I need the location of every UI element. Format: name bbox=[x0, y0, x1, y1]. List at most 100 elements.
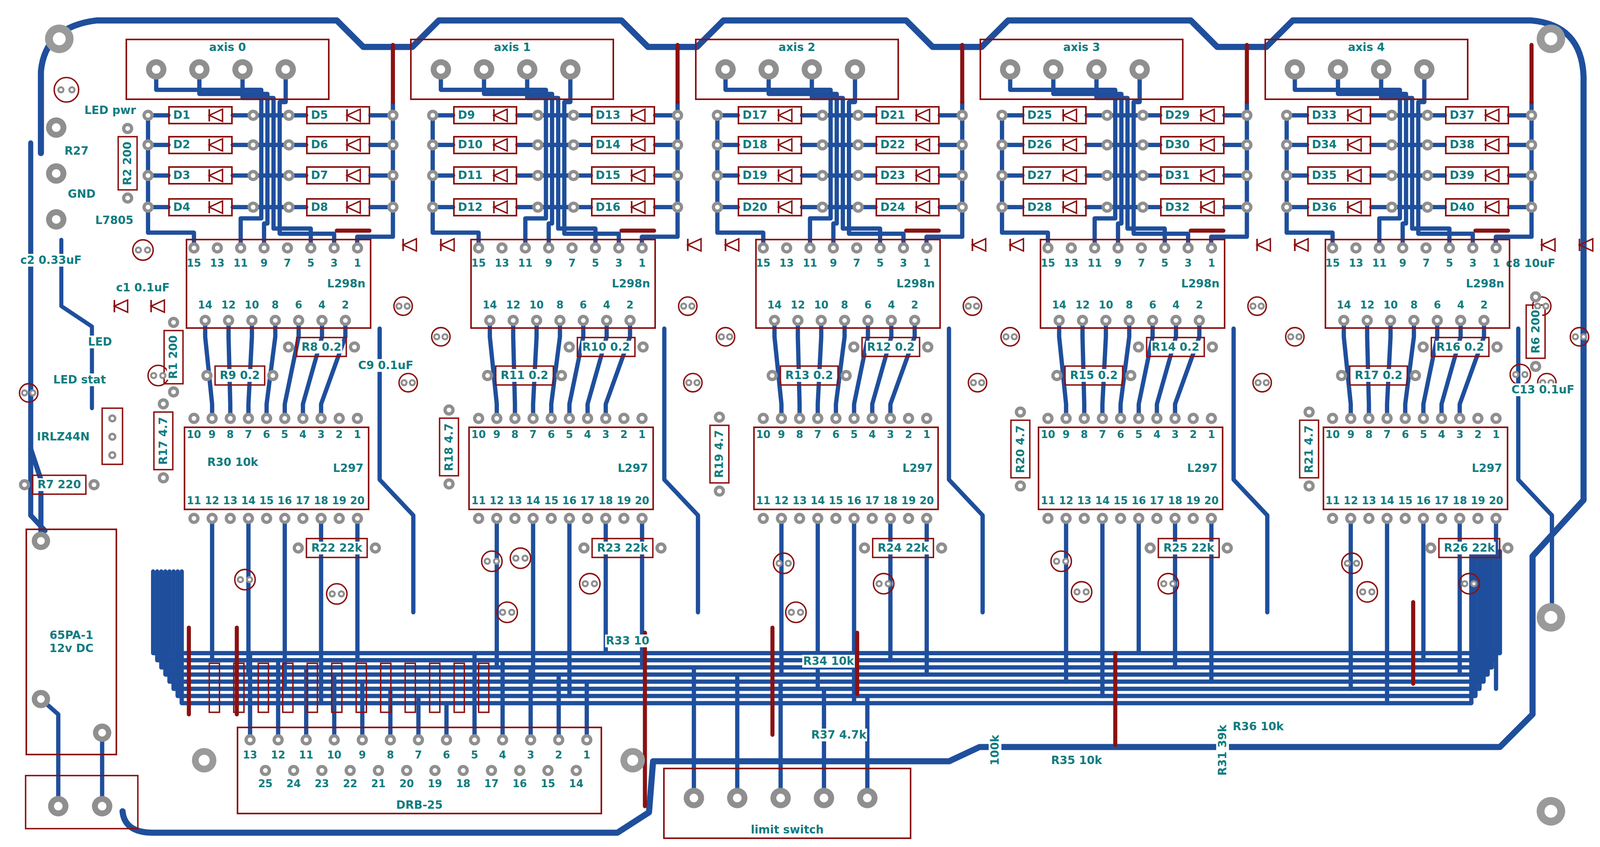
drill-hole bbox=[1421, 416, 1426, 421]
solder-pad bbox=[1124, 369, 1137, 381]
drill-hole bbox=[171, 389, 177, 395]
solder-pad bbox=[167, 316, 179, 328]
diode-symbol bbox=[1484, 109, 1487, 122]
solder-pad bbox=[387, 201, 399, 213]
solder-pad bbox=[532, 139, 544, 151]
drill-hole bbox=[960, 204, 965, 210]
resistor-symbol bbox=[1439, 538, 1500, 558]
resistor-symbol bbox=[495, 365, 554, 385]
drill-hole bbox=[272, 318, 278, 323]
diode-outline: D16 bbox=[590, 198, 656, 217]
node-text: L297 bbox=[901, 461, 934, 475]
solder-pad bbox=[797, 608, 805, 616]
pin-number: 17 bbox=[294, 494, 311, 507]
drill-hole bbox=[1494, 344, 1500, 350]
drill-hole bbox=[1573, 335, 1577, 339]
pin-number: 20 bbox=[1203, 494, 1220, 507]
solder-pad bbox=[159, 371, 167, 379]
copper-trace bbox=[1064, 518, 1069, 682]
drill-hole bbox=[250, 142, 256, 148]
solder-pad bbox=[351, 512, 364, 525]
component-outline bbox=[1570, 327, 1589, 346]
terminal-block: axis 3 bbox=[979, 38, 1184, 101]
drill-hole bbox=[1290, 64, 1300, 74]
drill-hole bbox=[1055, 559, 1059, 563]
component-outline bbox=[478, 663, 489, 713]
drill-hole bbox=[479, 64, 489, 74]
drill-hole bbox=[517, 767, 523, 773]
drill-hole bbox=[1376, 245, 1382, 251]
solder-pad bbox=[1193, 314, 1205, 326]
diode-symbol bbox=[725, 238, 739, 252]
drill-hole bbox=[820, 172, 825, 178]
pin-number: 10 bbox=[243, 299, 260, 312]
drill-hole bbox=[906, 416, 911, 421]
solder-pad bbox=[671, 139, 684, 151]
solder-pad bbox=[956, 201, 968, 213]
component-outline bbox=[496, 602, 518, 623]
pin-number: 8 bbox=[225, 428, 235, 441]
diode-symbol bbox=[1347, 169, 1361, 182]
drill-hole bbox=[487, 318, 493, 323]
drill-hole bbox=[639, 416, 645, 421]
solder-pad bbox=[1472, 412, 1484, 425]
pin-number: 23 bbox=[314, 777, 330, 790]
drill-hole bbox=[583, 582, 587, 586]
node-text: D22 bbox=[879, 138, 907, 152]
solder-pad bbox=[1435, 512, 1447, 525]
solder-pad bbox=[1089, 242, 1101, 254]
drill-hole bbox=[1135, 64, 1145, 74]
pin-number: 14 bbox=[568, 777, 585, 790]
pin-number: 8 bbox=[385, 749, 395, 762]
drill-hole bbox=[675, 204, 680, 210]
diode-outline: D1 bbox=[168, 106, 233, 125]
drill-hole bbox=[548, 416, 554, 421]
copper-trace bbox=[735, 674, 740, 798]
diode-symbol bbox=[208, 138, 211, 152]
pin-number: 25 bbox=[257, 777, 274, 790]
drill-hole bbox=[716, 488, 722, 494]
part-label: R13 0.2 bbox=[784, 369, 835, 382]
diode-symbol bbox=[208, 109, 211, 122]
drill-hole bbox=[1018, 409, 1023, 415]
solder-pad bbox=[570, 764, 582, 776]
silkscreen-layer bbox=[19, 45, 1593, 829]
resistor-symbol bbox=[1526, 304, 1546, 358]
node-text: D27 bbox=[1026, 168, 1054, 182]
drill-hole bbox=[261, 245, 267, 251]
pin-number: 10 bbox=[813, 299, 830, 312]
pin-number: 9 bbox=[1113, 257, 1123, 270]
solder-pad bbox=[757, 512, 769, 525]
pin-number: 18 bbox=[882, 494, 899, 507]
drill-hole bbox=[675, 112, 680, 118]
solder-pad bbox=[339, 314, 352, 326]
drill-hole bbox=[1425, 204, 1430, 210]
solder-pad bbox=[566, 242, 578, 254]
copper-trace bbox=[355, 518, 360, 661]
solder-pad bbox=[142, 109, 154, 121]
diode-symbol bbox=[208, 200, 211, 214]
resistor-symbol bbox=[296, 337, 347, 357]
pin-number: 2 bbox=[904, 428, 913, 441]
copper-trace bbox=[161, 551, 1493, 668]
pin-number: 8 bbox=[555, 299, 565, 312]
copper-trace bbox=[1518, 328, 1552, 613]
solder-pad bbox=[903, 412, 915, 425]
drill-hole bbox=[565, 64, 575, 74]
solder-pad bbox=[521, 554, 529, 562]
node-text: L297 bbox=[331, 461, 365, 475]
node-text: D18 bbox=[741, 138, 769, 152]
solder-pad bbox=[236, 575, 244, 584]
drill-hole bbox=[402, 380, 406, 385]
solder-pad bbox=[671, 109, 684, 121]
drill-hole bbox=[416, 737, 421, 743]
resistor-symbol bbox=[215, 365, 265, 385]
copper-trace bbox=[605, 320, 631, 419]
ic-outline: L297 bbox=[1037, 426, 1224, 511]
diode-outline: D38 bbox=[1444, 135, 1510, 155]
component-outline bbox=[405, 663, 416, 713]
node-text: L297 bbox=[1470, 461, 1504, 475]
drill-hole bbox=[1154, 416, 1160, 421]
diode-symbol bbox=[915, 138, 917, 152]
